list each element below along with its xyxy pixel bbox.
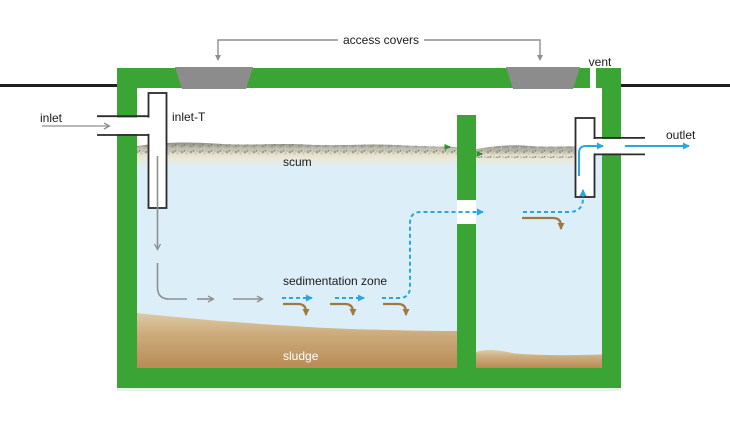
- blue-dashed-arrow-through-baffle: [382, 208, 484, 299]
- bracket-left-arrow: [215, 39, 338, 61]
- gray-flow-arrows: [42, 126, 262, 299]
- sludge-label: sludge: [283, 349, 319, 363]
- inlet-label: inlet: [40, 111, 63, 125]
- bracket-right-arrow: [424, 39, 543, 61]
- ground-line-left: [0, 84, 117, 87]
- blue-arrow-in-outlet-pipe: [578, 142, 604, 176]
- settling-arrow-3: [383, 302, 410, 316]
- inlet-pipe: [97, 115, 150, 136]
- inlet-t-label: inlet-T: [172, 110, 206, 124]
- settling-arrow-2: [330, 302, 357, 316]
- sludge-layer-second-chamber: [476, 350, 602, 368]
- scum-layer-second-chamber: [476, 145, 577, 167]
- outlet-t-pipe: [574, 117, 645, 198]
- blue-dashed-arrow-to-outlet: [523, 196, 584, 213]
- tank-bottom-shadow: [117, 388, 621, 391]
- sludge-layer-first-chamber: [137, 313, 457, 368]
- settling-arrow-1: [283, 302, 310, 316]
- baffle-upper: [457, 115, 476, 200]
- ground-line-right: [621, 84, 730, 87]
- downflow-curve: [156, 263, 187, 300]
- tank-bottom-wall: [117, 368, 621, 388]
- access-cover-right: [506, 67, 580, 89]
- clarified-flow-arrows: [282, 142, 690, 302]
- sedimentation-zone-label: sedimentation zone: [283, 274, 388, 288]
- scum-baffle-arrows: [444, 144, 483, 157]
- access-cover-left: [175, 67, 253, 89]
- outlet-label: outlet: [666, 128, 696, 142]
- baffle-lower: [457, 224, 476, 368]
- settling-arrows: [283, 216, 565, 316]
- access-covers-label: access covers: [342, 33, 420, 47]
- scum-label: scum: [283, 155, 312, 169]
- access-covers-bracket: [215, 39, 543, 61]
- tank-right-wall: [602, 68, 621, 388]
- scum-layer-first-chamber: [137, 142, 457, 167]
- tank-left-wall: [117, 68, 137, 388]
- vent-label: vent: [588, 55, 612, 69]
- settling-arrow-second-chamber: [522, 216, 565, 230]
